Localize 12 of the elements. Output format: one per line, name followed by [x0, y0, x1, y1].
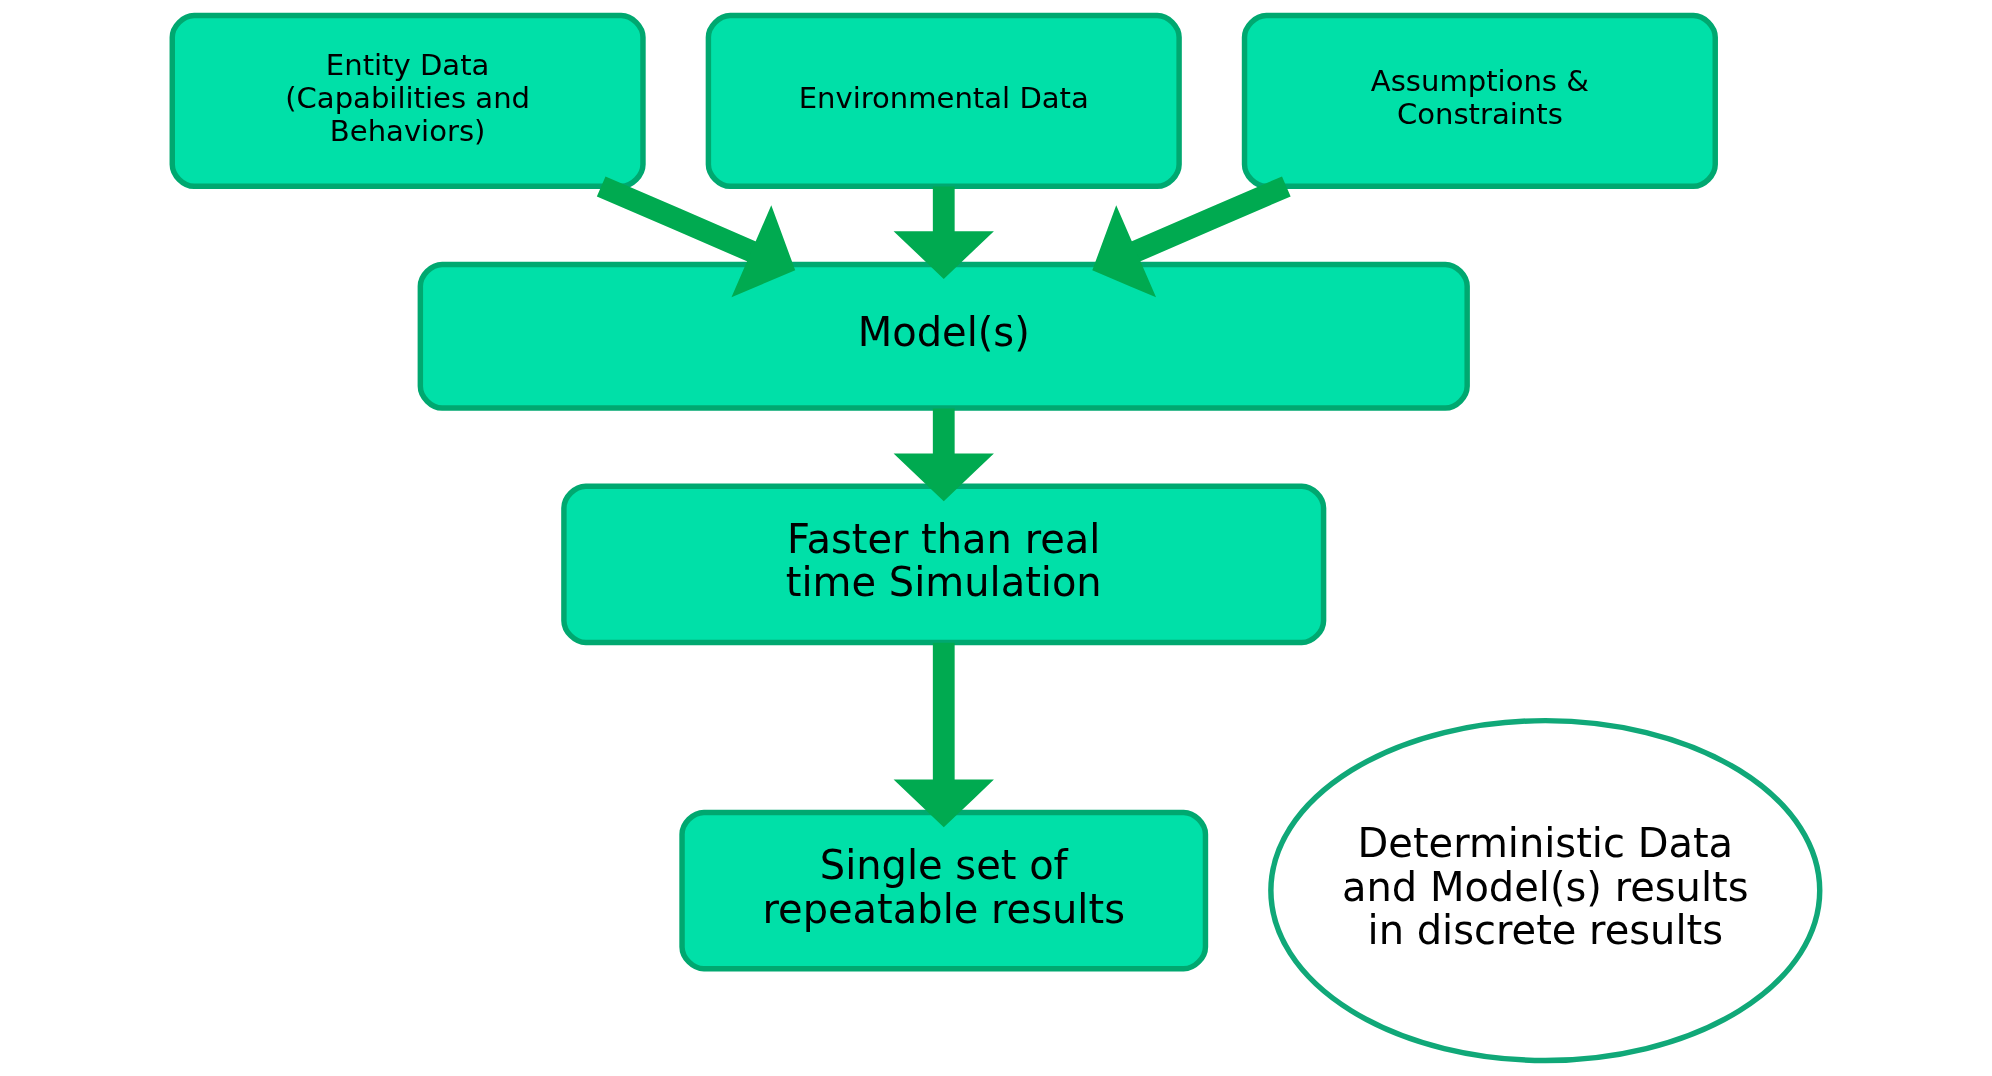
- node-box: Environmental Data: [705, 12, 1182, 190]
- node-box: Entity Data (Capabilities and Behaviors): [169, 12, 646, 190]
- arrow: [893, 642, 994, 828]
- arrow: [1092, 176, 1291, 298]
- node-ellipse: Deterministic Data and Model(s) results in discrete results: [1268, 717, 1823, 1064]
- node-box: Model(s): [417, 261, 1470, 411]
- arrow: [893, 186, 994, 279]
- node-box: Faster than real time Simulation: [561, 483, 1327, 646]
- node-box: Assumptions & Constraints: [1241, 12, 1718, 190]
- arrow: [893, 408, 994, 502]
- node-box: Single set of repeatable results: [679, 809, 1209, 972]
- arrow: [596, 176, 796, 298]
